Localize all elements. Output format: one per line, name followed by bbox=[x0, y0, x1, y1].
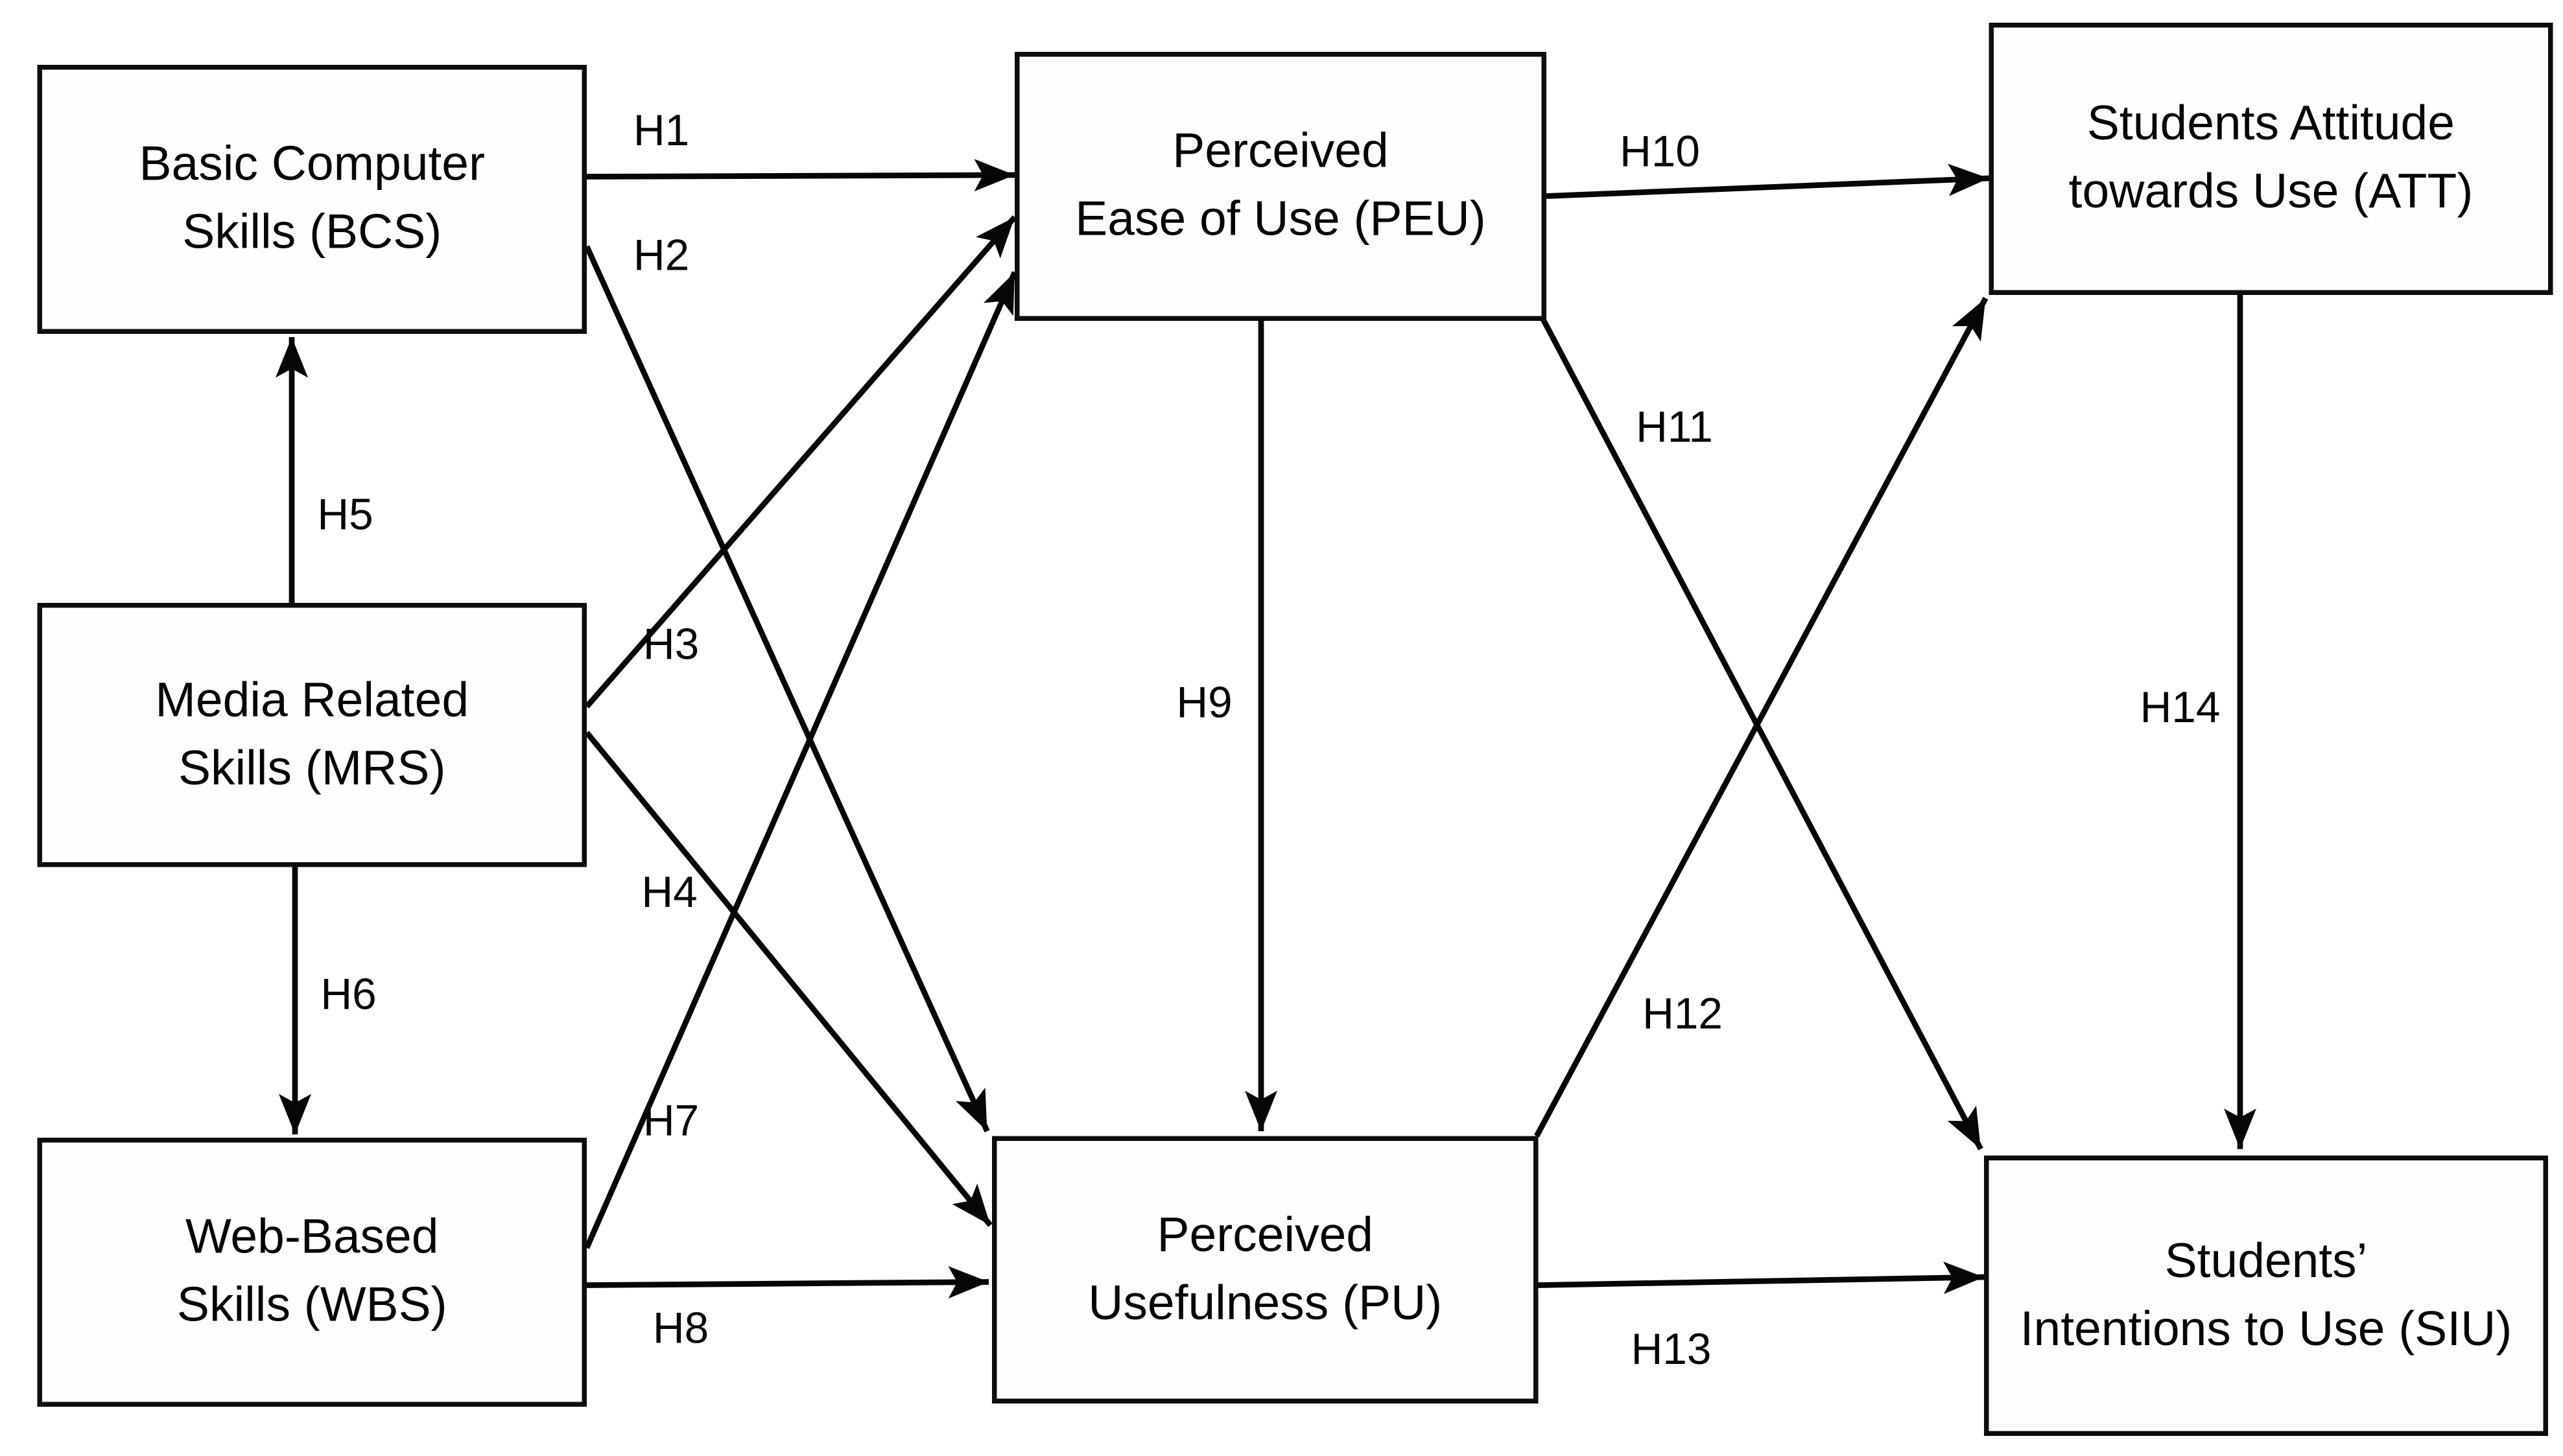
edge-label-h2: H2 bbox=[633, 231, 690, 280]
node-bcs-label-line2: Skills (BCS) bbox=[182, 205, 442, 260]
edge-label-h14: H14 bbox=[2140, 683, 2221, 732]
edge-label-h4: H4 bbox=[641, 867, 698, 917]
node-mrs: Media Related Skills (MRS) bbox=[37, 603, 587, 867]
node-siu-label: Students’ Intentions to Use (SIU) bbox=[2020, 1228, 2512, 1364]
node-pu-label: Perceived Usefulness (PU) bbox=[1088, 1202, 1442, 1338]
node-pu-label-line2: Usefulness (PU) bbox=[1088, 1276, 1443, 1330]
node-mrs-label-line1: Media Related bbox=[155, 673, 469, 727]
node-wbs-label: Web-Based Skills (WBS) bbox=[177, 1204, 447, 1341]
edge-h2-arrow bbox=[584, 245, 990, 1133]
edge-h1-arrow bbox=[586, 159, 1015, 192]
node-att: Students Attitude towards Use (ATT) bbox=[1989, 23, 2553, 295]
edge-h12-arrow bbox=[1534, 296, 1989, 1138]
edge-label-h5: H5 bbox=[317, 490, 373, 539]
node-bcs-label: Basic Computer Skills (BCS) bbox=[139, 132, 485, 268]
edge-label-h12: H12 bbox=[1642, 989, 1723, 1039]
node-wbs-label-line1: Web-Based bbox=[185, 1210, 439, 1265]
edge-label-h7: H7 bbox=[643, 1096, 700, 1145]
edge-label-h11: H11 bbox=[1636, 403, 1713, 452]
node-pu-label-line1: Perceived bbox=[1157, 1208, 1374, 1262]
node-mrs-label-line2: Skills (MRS) bbox=[178, 741, 446, 795]
edge-h4-arrow bbox=[584, 731, 993, 1227]
edge-h3-arrow bbox=[584, 215, 1017, 709]
node-siu-label-line1: Students’ bbox=[2164, 1234, 2368, 1288]
edge-h8-arrow bbox=[586, 1266, 989, 1299]
node-pu: Perceived Usefulness (PU) bbox=[992, 1136, 1539, 1403]
node-wbs: Web-Based Skills (WBS) bbox=[37, 1138, 587, 1407]
node-bcs-label-line1: Basic Computer bbox=[139, 137, 486, 192]
node-peu-label-line1: Perceived bbox=[1172, 124, 1389, 179]
node-peu-label-line2: Ease of Use (PEU) bbox=[1075, 193, 1486, 247]
edge-label-h1: H1 bbox=[633, 106, 690, 155]
edge-label-h8: H8 bbox=[652, 1304, 709, 1353]
node-att-label: Students Attitude towards Use (ATT) bbox=[2069, 91, 2474, 227]
node-mrs-label: Media Related Skills (MRS) bbox=[155, 667, 469, 803]
node-att-label-line1: Students Attitude bbox=[2086, 97, 2455, 151]
edge-h13-arrow bbox=[1538, 1262, 1985, 1295]
edge-h7-arrow bbox=[584, 271, 1018, 1249]
edge-label-h10: H10 bbox=[1620, 127, 1700, 176]
edge-h10-arrow bbox=[1546, 163, 1989, 199]
edge-label-h13: H13 bbox=[1631, 1324, 1712, 1374]
node-siu: Students’ Intentions to Use (SIU) bbox=[1984, 1155, 2548, 1436]
node-wbs-label-line2: Skills (WBS) bbox=[176, 1278, 447, 1333]
node-peu: Perceived Ease of Use (PEU) bbox=[1015, 52, 1546, 321]
edge-label-h3: H3 bbox=[643, 620, 700, 669]
node-peu-label: Perceived Ease of Use (PEU) bbox=[1075, 119, 1486, 255]
node-siu-label-line2: Intentions to Use (SIU) bbox=[2020, 1302, 2512, 1356]
edge-label-h6: H6 bbox=[320, 970, 377, 1019]
node-bcs: Basic Computer Skills (BCS) bbox=[37, 65, 587, 334]
edge-label-h9: H9 bbox=[1176, 678, 1233, 727]
edge-h11-arrow bbox=[1541, 318, 1983, 1151]
node-att-label-line2: towards Use (ATT) bbox=[2068, 165, 2474, 219]
